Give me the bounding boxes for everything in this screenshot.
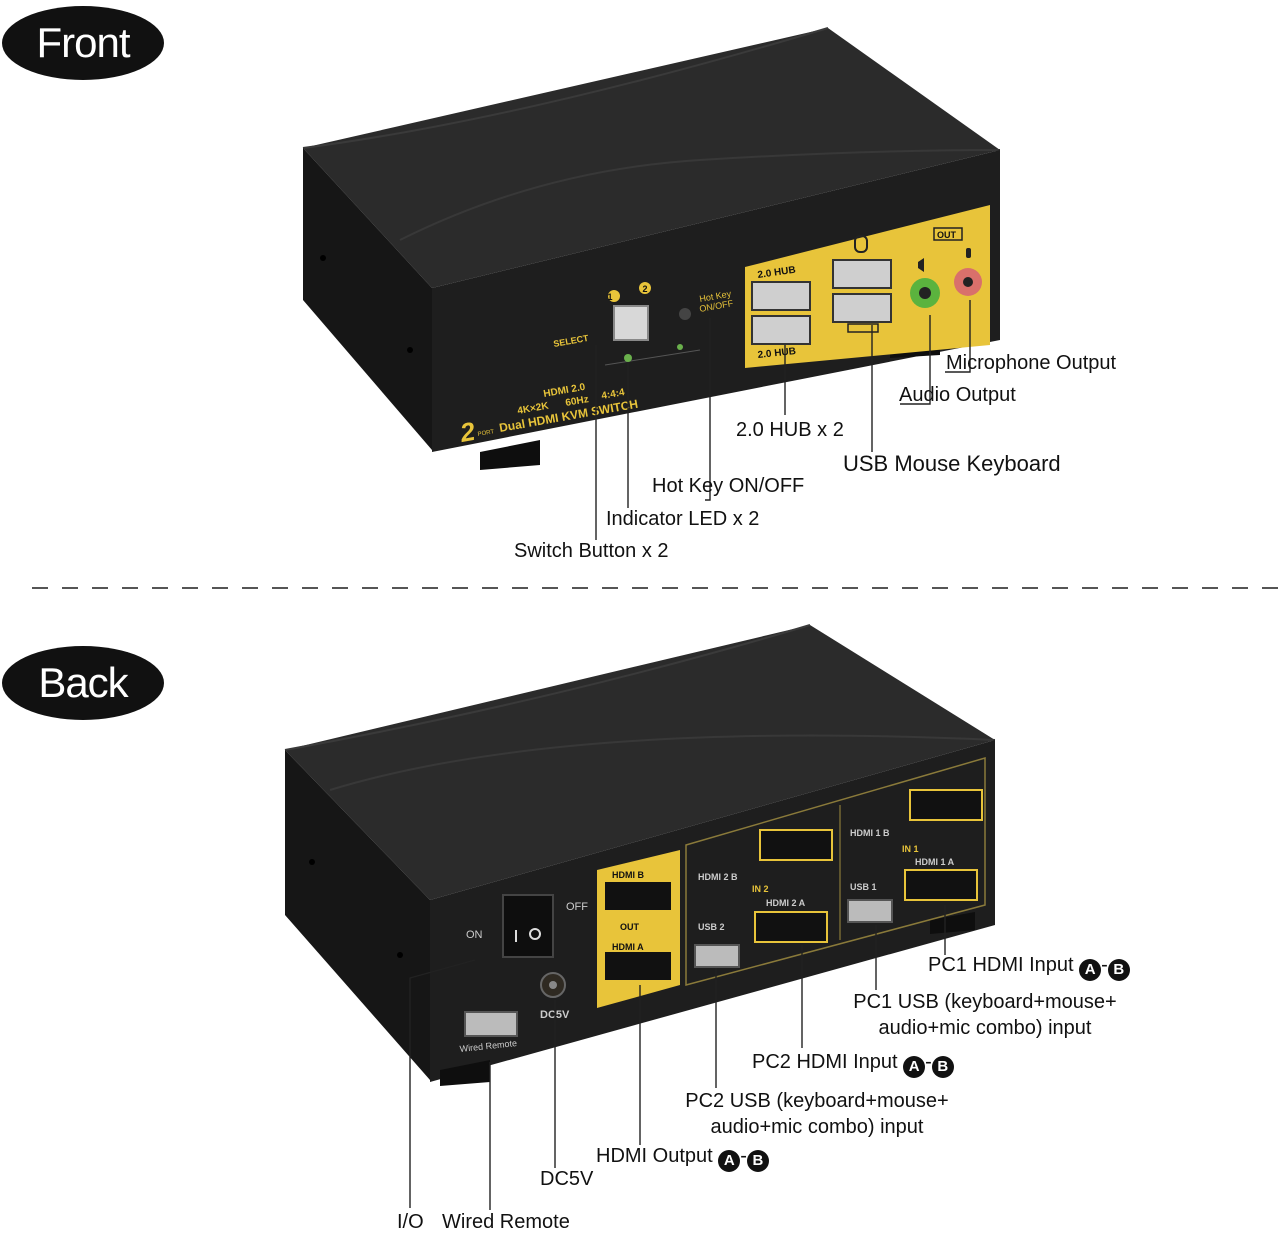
- usb-port-icon: [694, 944, 740, 968]
- pc1-usb-line2: audio+mic combo) input: [878, 1017, 1092, 1039]
- front-case-face: [432, 150, 1000, 452]
- front-device: SELECT 1 2 Hot Key ON/OFF 2.0 HUB 2.0 HU…: [302, 27, 1001, 470]
- pc2-usb-label: PC2 USB (keyboard+mouse+ audio+mic combo…: [672, 1090, 962, 1138]
- port-2-icon: [639, 282, 651, 294]
- switch-button-label: Switch Button x 2: [514, 540, 669, 562]
- circled-b-icon: B: [931, 1056, 954, 1078]
- hdmi-port-icon: [909, 789, 983, 821]
- led-icon: [677, 344, 683, 350]
- brand-port: PORT: [477, 429, 495, 438]
- hdmi2a-text: HDMI 2 A: [766, 898, 806, 908]
- usb-mouse-keyboard-label: USB Mouse Keyboard: [843, 451, 1061, 476]
- speaker-icon: [918, 258, 924, 272]
- dash-text: -: [1101, 954, 1108, 976]
- hdmi1b-text: HDMI 1 B: [850, 828, 890, 838]
- back-callout-lines: [409, 905, 946, 1210]
- hub-text-top: 2.0 HUB: [757, 265, 797, 281]
- led-icon: [624, 354, 632, 362]
- back-device: ON OFF DC5V Wired Remote HDMI B OUT HDMI…: [284, 624, 996, 1086]
- hdmi-port-icon: [754, 911, 828, 943]
- usb-port-icon: [751, 315, 811, 345]
- brand-numeral: 2: [457, 416, 478, 448]
- badge-444: 4:4:4: [601, 387, 626, 402]
- hdmi-port-icon: [605, 952, 671, 980]
- hdmi-output-label: HDMI Output A-B: [596, 1145, 769, 1172]
- front-case-side: [303, 148, 432, 450]
- circled-b-icon: B: [1107, 959, 1130, 981]
- hotkey-switch-icon: [679, 308, 691, 320]
- dc5v-label: DC5V: [540, 1168, 594, 1190]
- front-case-top: [303, 28, 1000, 288]
- circled-a-icon: A: [903, 1056, 926, 1078]
- dash-text: -: [925, 1051, 932, 1073]
- usb-port-icon: [832, 293, 892, 323]
- back-case-top: [285, 625, 995, 900]
- port-1-icon: [608, 290, 620, 302]
- microphone-icon: [966, 248, 971, 258]
- hotkey-label: Hot Key ON/OFF: [652, 475, 805, 497]
- back-out-text: OUT: [620, 922, 640, 932]
- select-button-icon: [613, 305, 649, 341]
- pc2-hdmi-input-text: PC2 HDMI Input: [752, 1051, 898, 1073]
- hdmi1a-text: HDMI 1 A: [915, 857, 955, 867]
- port-2-text: 2: [642, 284, 647, 294]
- port-1-text: 1: [607, 292, 612, 302]
- on-text: ON: [466, 929, 483, 941]
- out-text: OUT: [937, 230, 957, 240]
- off-text: OFF: [566, 901, 588, 913]
- wired-remote-port-icon: [464, 1011, 518, 1037]
- front-callout-lines: [595, 300, 971, 540]
- back-heading: Back: [2, 646, 164, 720]
- pc1-usb-label: PC1 USB (keyboard+mouse+ audio+mic combo…: [840, 991, 1130, 1039]
- dash-text: -: [740, 1145, 747, 1167]
- usb1-text: USB 1: [850, 882, 877, 892]
- back-case-side: [285, 750, 430, 1080]
- io-label: I/O: [397, 1211, 424, 1233]
- usb2-text: USB 2: [698, 922, 725, 932]
- in2-text: IN 2: [752, 884, 769, 894]
- hdmi-a-text: HDMI A: [612, 942, 644, 952]
- pc1-usb-line1: PC1 USB (keyboard+mouse+: [853, 991, 1117, 1013]
- back-case-face: [430, 740, 995, 1082]
- circled-b-icon: B: [746, 1150, 769, 1172]
- pc1-hdmi-input-label: PC1 HDMI Input A-B: [928, 954, 1130, 981]
- microphone-output-label: Microphone Output: [946, 352, 1117, 374]
- usb-port-icon: [751, 281, 811, 311]
- pc1-hdmi-input-text: PC1 HDMI Input: [928, 954, 1074, 976]
- input-panel-outline: [685, 757, 986, 986]
- pc2-usb-line1: PC2 USB (keyboard+mouse+: [685, 1090, 949, 1112]
- badge-60hz: 60Hz: [565, 394, 590, 409]
- wired-remote-label: Wired Remote: [442, 1211, 570, 1233]
- power-switch-icon: [502, 894, 554, 958]
- in1-text: IN 1: [902, 844, 919, 854]
- hub-text-bottom: 2.0 HUB: [757, 346, 796, 361]
- front-heading: Front: [2, 6, 164, 80]
- hdmi-port-icon: [759, 829, 833, 861]
- pc2-hdmi-input-label: PC2 HDMI Input A-B: [752, 1051, 954, 1078]
- hub-label: 2.0 HUB x 2: [736, 419, 844, 441]
- pc2-usb-line2: audio+mic combo) input: [710, 1116, 924, 1138]
- hdmi-port-icon: [904, 869, 978, 901]
- mouse-icon: [854, 235, 868, 253]
- circled-a-icon: A: [718, 1150, 741, 1172]
- circled-a-icon: A: [1079, 959, 1102, 981]
- hdmi-output-text: HDMI Output: [596, 1145, 713, 1167]
- hdmi-port-icon: [605, 882, 671, 910]
- usb-port-icon: [832, 259, 892, 289]
- hdmi2b-text: HDMI 2 B: [698, 872, 738, 882]
- usb-port-icon: [847, 899, 893, 923]
- indicator-led-label: Indicator LED x 2: [606, 508, 760, 530]
- hdmi-b-text: HDMI B: [612, 870, 644, 880]
- audio-output-label: Audio Output: [899, 384, 1016, 406]
- keyboard-icon: [847, 323, 879, 333]
